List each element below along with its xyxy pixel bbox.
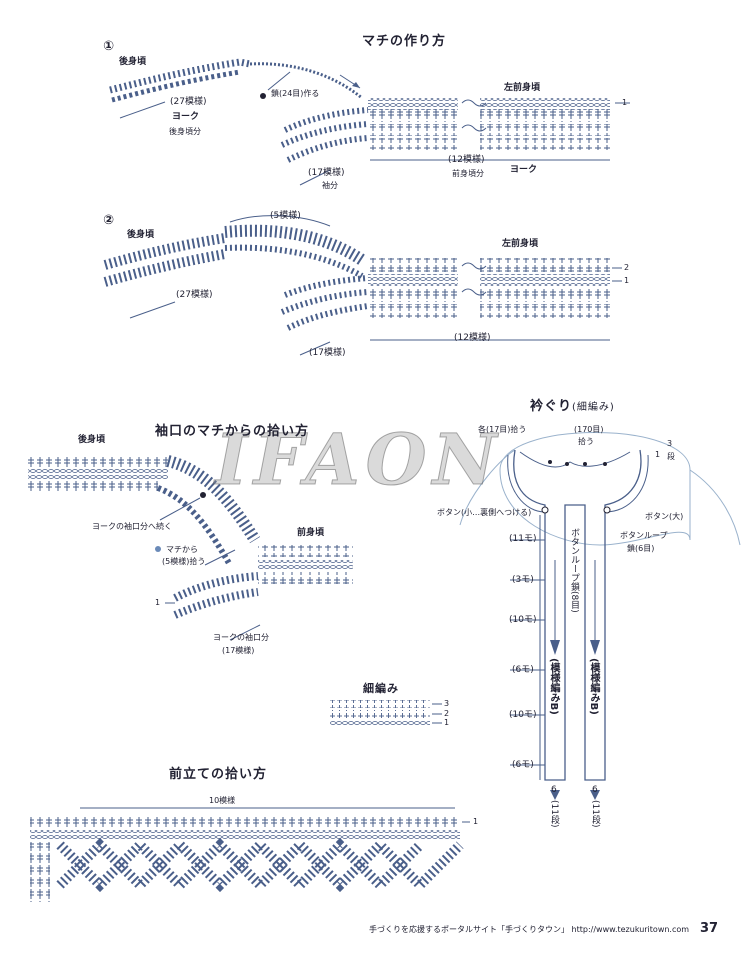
fig3-sleeve-yoke-1: ヨークの袖口分 [213,633,269,642]
fig1-chain-note: 鎖(24目)作る [271,89,320,98]
fig4-side-label-4: (10モ) [509,710,537,720]
fig4-side-label-5: (6モ) [512,760,534,770]
fig6-repeats: 10模様 [209,796,236,805]
page-number: 37 [700,921,719,936]
fig1-front-repeats: (12模様) [448,155,485,165]
fig1-front-rows [119,71,630,186]
fig2-number: ② [103,213,115,228]
fig4-shapes [459,432,741,800]
fig6-stitches [30,807,470,902]
fig4-center-pick-2: 拾う [578,437,594,446]
fig5-sample [330,700,442,726]
fig2-left-front: 左前身頃 [502,239,539,249]
fig1-yoke: ヨーク [172,112,200,122]
fig4-rows-unit: 段 [667,452,675,461]
fig4-bottom-left-rows: (11段) [549,800,559,828]
fig4-side-label-2: (10モ) [509,615,537,625]
fig1-left-front: 左前身頃 [504,83,541,93]
fig4-bottom-left: 6 [551,785,557,795]
fig2-back-body: 後身頃 [127,230,155,240]
fig5-row-1: 1 [444,718,450,727]
fig4-bottom-right: 6 [592,785,598,795]
footer-text: 手づくりを応援するポータルサイト「手づくりタウン」 http://www.tez… [369,925,690,934]
fig4-button-large: ボタン(大) [645,512,684,521]
fig2-gusset-repeats: (5模様) [270,211,301,221]
fig3-pickup-note-2: (5模様)拾う [162,557,206,566]
fig5-title: 細編み [363,682,399,695]
fig4-rows-1: 1 [655,450,661,459]
fig4-rows-3: 3 [667,439,673,448]
fig5-row-2: 2 [444,709,450,718]
fig4-title-sub: (細編み) [572,402,615,413]
fig2-sleeve-repeats: (17模様) [309,348,346,358]
fig4-loop-label: ボタンループ [620,531,668,540]
fig3-front-body: 前身頃 [297,528,325,538]
fig4-side-label-1: (3モ) [512,575,534,585]
fig4-left-pattern: (模様編みB) [548,658,559,715]
fig1-back-yoke-stitches [109,58,363,103]
fig2-row2: 2 [624,263,630,272]
fig4-each-pick: 各(17目)拾う [478,425,527,434]
fig1-title: マチの作り方 [362,34,447,49]
fig1-back-repeats: (27模様) [170,97,207,107]
fig1-row1: 1 [622,98,628,107]
fig3-sleeve-yoke-2: (17模様) [222,646,255,655]
fig4-title-main: 衿ぐり [530,399,573,414]
fig4-loop-count: 鎖(6目) [627,544,655,553]
fig4-bottom-right-rows: (11段) [590,800,600,828]
fig2-back-repeats: (27模様) [176,290,213,300]
fig3-stitches [28,455,353,641]
fig4-loop-center: ボタンループ鎖(8目) [569,528,579,613]
fig3-title: 袖口のマチからの拾い方 [155,424,310,439]
fig2-stitches [103,215,622,356]
fig4-center-pick-1: (170目) [574,425,604,434]
fig2-row1: 1 [624,276,630,285]
fig6-title: 前立ての拾い方 [169,767,268,782]
fig6-row1: 1 [473,817,479,826]
fig4-right-pattern: (模様編みB) [588,658,599,715]
fig1-yoke2: ヨーク [510,165,538,175]
fig4-side-label-0: (11モ) [509,534,537,544]
fig2-front-repeats: (12模様) [454,333,491,343]
fig3-row1: 1 [155,598,161,607]
fig4-side-label-3: (6モ) [512,665,534,675]
fig5-row-3: 3 [444,699,450,708]
fig3-continue-note: ヨークの袖口分へ続く [92,522,172,531]
fig4-button-small: ボタン(小…裏側へつける) [437,508,532,517]
fig1-number: ① [103,39,115,54]
fig3-back-body: 後身頃 [78,435,106,445]
fig1-sleeve-part: 袖分 [322,181,338,190]
fig4-title: 衿ぐり(細編み) [530,400,615,413]
fig1-front-part: 前身頃分 [452,169,484,178]
fig1-sleeve-repeats: (17模様) [308,168,345,178]
fig3-pickup-note-1: マチから [166,545,198,554]
fig1-back-body: 後身頃 [119,57,147,67]
watermark: IFAON [215,418,503,502]
fig1-back-part: 後身頃分 [169,127,201,136]
